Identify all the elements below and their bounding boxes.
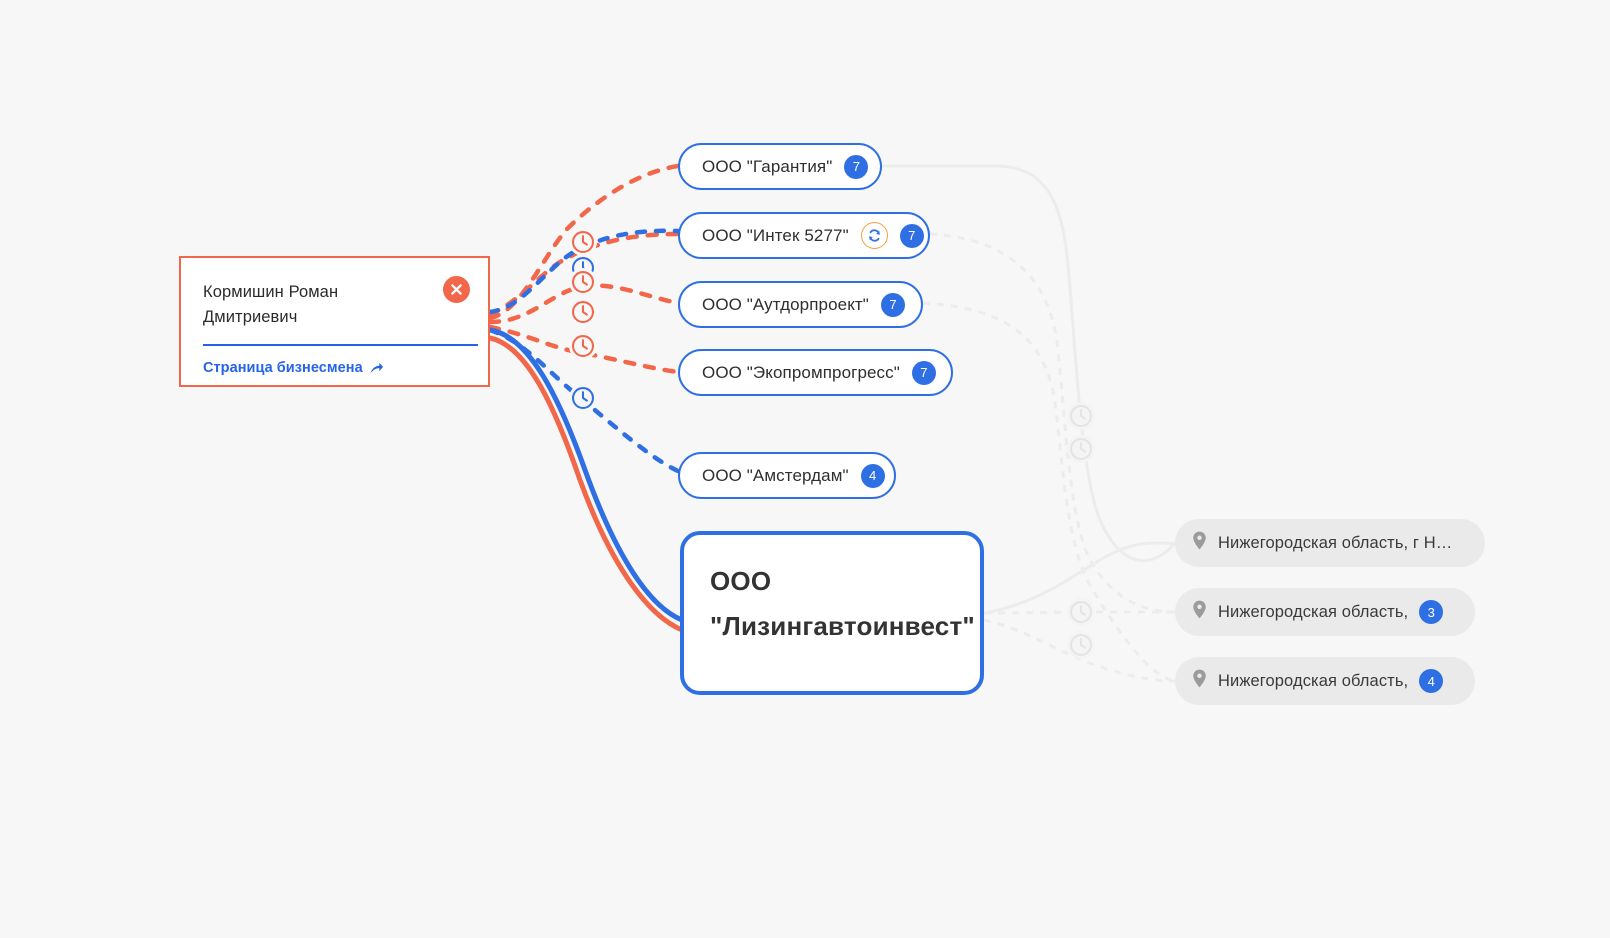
company-node-badge: 7: [899, 223, 924, 248]
location-chip-loc-1[interactable]: Нижегородская область, г Н…: [1175, 519, 1485, 567]
share-arrow-icon: [370, 362, 383, 374]
clock-icon: [1070, 438, 1092, 460]
company-node-label: ООО "Экопромпрогресс": [702, 362, 900, 382]
clock-icon: [572, 271, 594, 293]
location-chip-label: Нижегородская область,: [1218, 671, 1409, 690]
solid-edges: [487, 327, 685, 633]
edge-clock-marker[interactable]: [1067, 631, 1095, 659]
card-divider: [203, 344, 478, 346]
edge-clock-marker[interactable]: [1067, 598, 1095, 626]
company-node-intek5277[interactable]: ООО "Интек 5277" 7: [678, 212, 930, 259]
close-card-button[interactable]: [443, 276, 470, 303]
clock-icon: [1070, 634, 1092, 656]
location-chip-loc-2[interactable]: Нижегородская область, 3: [1175, 588, 1475, 636]
map-pin-icon: [1192, 531, 1207, 555]
businessman-page-link-label: Страница бизнесмена: [203, 360, 363, 376]
map-pin-icon: [1192, 600, 1207, 624]
person-name: Кормишин Роман Дмитриевич: [203, 283, 339, 326]
businessman-page-link[interactable]: Страница бизнесмена: [203, 360, 384, 376]
location-chip-label: Нижегородская область, г Н…: [1218, 533, 1453, 552]
clock-icon: [572, 387, 594, 409]
company-node-label: ООО "Интек 5277": [702, 225, 849, 245]
map-pin-glyph: [1193, 531, 1206, 550]
clock-icon: [1070, 405, 1092, 427]
clock-icon: [572, 335, 594, 357]
company-node-label: ООО "Амстердам": [702, 465, 849, 485]
company-node-autdorproekt[interactable]: ООО "Аутдорпроект" 7: [678, 281, 923, 328]
location-chip-loc-3[interactable]: Нижегородская область, 4: [1175, 657, 1475, 705]
main-company-node[interactable]: ООО "Лизингавтоинвест": [680, 531, 984, 695]
clock-icon: [572, 301, 594, 323]
edge-clock-marker[interactable]: [1067, 435, 1095, 463]
edge-clock-marker[interactable]: [1067, 402, 1095, 430]
map-pin-icon: [1192, 669, 1207, 693]
company-node-ekopromprogress[interactable]: ООО "Экопромпрогресс" 7: [678, 349, 953, 396]
edge-clock-marker[interactable]: [569, 268, 597, 296]
location-chip-label: Нижегородская область,: [1218, 602, 1409, 621]
company-node-garantiya[interactable]: ООО "Гарантия" 7: [678, 143, 882, 190]
clock-icon: [572, 231, 594, 253]
company-node-amsterdam[interactable]: ООО "Амстердам" 4: [678, 452, 896, 499]
company-node-badge: 7: [880, 292, 905, 317]
edge-clock-marker[interactable]: [569, 298, 597, 326]
main-company-label: ООО "Лизингавтоинвест": [710, 566, 975, 641]
clock-icon: [1070, 601, 1092, 623]
company-node-badge: 4: [860, 463, 885, 488]
map-pin-glyph: [1193, 669, 1206, 688]
company-node-badge: 7: [844, 154, 869, 179]
company-node-label: ООО "Аутдорпроект": [702, 294, 869, 314]
edge-clock-marker[interactable]: [569, 332, 597, 360]
sync-refresh-icon[interactable]: [860, 222, 888, 249]
location-chip-badge: 3: [1419, 600, 1444, 624]
edge-clock-marker[interactable]: [569, 228, 597, 256]
edge-clock-marker[interactable]: [569, 384, 597, 412]
map-pin-glyph: [1193, 600, 1206, 619]
location-chip-badge: 4: [1419, 669, 1444, 693]
company-node-label: ООО "Гарантия": [702, 156, 833, 176]
person-card[interactable]: Кормишин Роман Дмитриевич Страница бизне…: [179, 256, 490, 387]
refresh-arrows-icon: [868, 229, 880, 242]
close-icon: [451, 284, 462, 295]
company-node-badge: 7: [911, 360, 936, 385]
